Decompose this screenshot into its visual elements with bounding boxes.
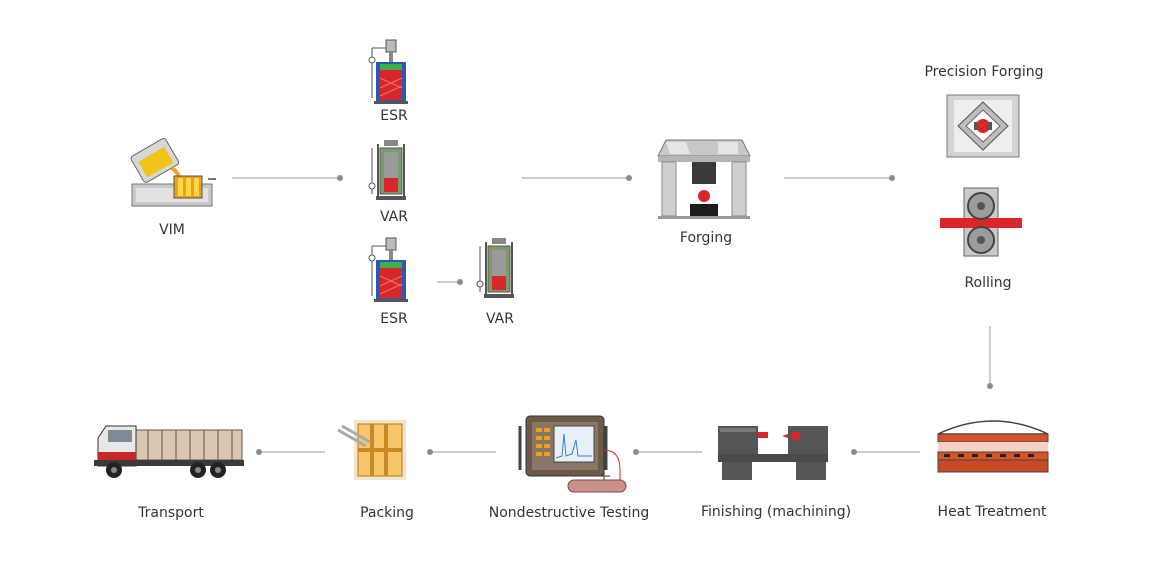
- connector-dot: [987, 383, 993, 389]
- connector-dot: [427, 449, 433, 455]
- var-bottom-stage: [474, 236, 524, 307]
- connector-dot: [633, 449, 639, 455]
- finishing-label: Finishing (machining): [700, 504, 852, 520]
- heat-treatment-furnace-icon: [937, 420, 1049, 473]
- esr-furnace-icon: [368, 39, 408, 104]
- var-bottom-label: VAR: [486, 311, 514, 327]
- esr-bottom-label: ESR: [380, 311, 408, 327]
- forging-stage: [656, 134, 752, 225]
- connector-dot: [851, 449, 857, 455]
- ndt-stage: [516, 410, 628, 501]
- esr-top-stage: [366, 38, 416, 111]
- connector-dot: [626, 175, 632, 181]
- rolling-stage: [940, 186, 1022, 263]
- forging-press-icon: [657, 139, 751, 219]
- transport-stage: [92, 418, 246, 487]
- precision-forging-label: Precision Forging: [924, 64, 1044, 80]
- var-middle-label: VAR: [380, 209, 408, 225]
- connector-dot: [889, 175, 895, 181]
- heat-treatment-stage: [934, 414, 1052, 483]
- vim-stage: [128, 132, 220, 215]
- vim-label: VIM: [159, 222, 185, 238]
- packing-crate-icon: [337, 420, 406, 480]
- esr-top-label: ESR: [380, 108, 408, 124]
- packing-label: Packing: [360, 505, 414, 521]
- lathe-icon: [718, 426, 828, 480]
- transport-label: Transport: [138, 505, 204, 521]
- truck-icon: [94, 425, 244, 478]
- precision-forging-icon: [946, 94, 1020, 158]
- ultrasonic-tester-icon: [518, 415, 627, 493]
- heat-treatment-label: Heat Treatment: [937, 504, 1047, 520]
- esr-furnace-icon: [368, 237, 408, 302]
- esr-bottom-stage: [366, 236, 416, 309]
- vim-furnace-icon: [130, 138, 216, 207]
- rolling-label: Rolling: [964, 275, 1012, 291]
- packing-stage: [336, 418, 412, 489]
- ndt-label: Nondestructive Testing: [488, 505, 650, 521]
- var-furnace-icon: [368, 140, 406, 200]
- var-middle-stage: [366, 138, 416, 209]
- connector-dot: [457, 279, 463, 285]
- finishing-stage: [716, 420, 832, 489]
- var-furnace-icon: [476, 238, 514, 298]
- rolling-mill-icon: [940, 187, 1022, 257]
- forging-label: Forging: [679, 230, 733, 246]
- precision-forging-stage: [946, 94, 1020, 163]
- connector-dot: [337, 175, 343, 181]
- connector-dot: [256, 449, 262, 455]
